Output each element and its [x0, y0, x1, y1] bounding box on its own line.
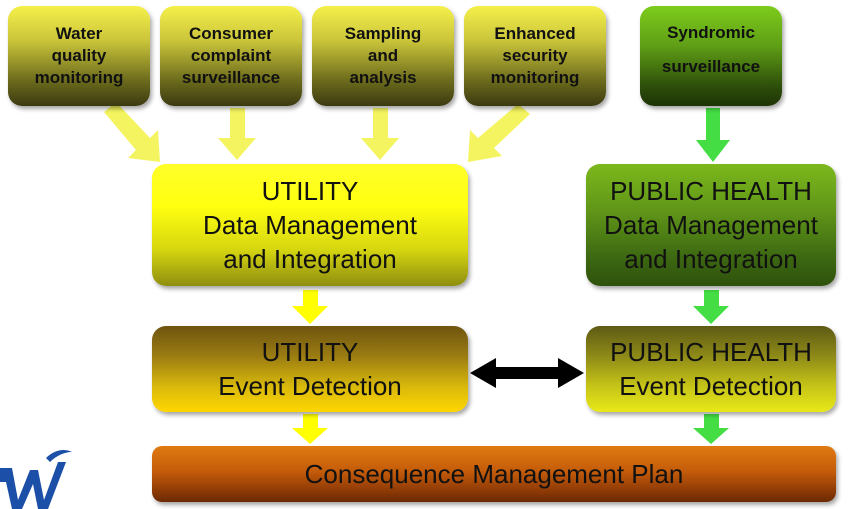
- public-health-event-detection-box: PUBLIC HEALTH Event Detection: [586, 326, 836, 412]
- consequence-management-plan-box: Consequence Management Plan: [152, 446, 836, 502]
- source-sampling-and-analysis: Sampling and analysis: [312, 6, 454, 106]
- utility-event-detection-box: UTILITY Event Detection: [152, 326, 468, 412]
- utility-data-management-box: UTILITY Data Management and Integration: [152, 164, 468, 286]
- arrow-syndromic-to-ph: [696, 108, 730, 162]
- plan-label: Consequence Management Plan: [304, 459, 684, 489]
- arrow-bidirectional-event-detection: [470, 358, 584, 388]
- source-line: surveillance: [181, 68, 281, 87]
- source-line: Consumer: [188, 24, 274, 43]
- ph-dm-title: PUBLIC HEALTH: [610, 176, 812, 206]
- source-line: surveillance: [661, 57, 761, 76]
- arrow-security-to-utility: [468, 104, 530, 162]
- ph-dm-line2: Data Management: [604, 210, 818, 240]
- utility-dm-line2: Data Management: [203, 210, 417, 240]
- public-health-data-management-box: PUBLIC HEALTH Data Management and Integr…: [586, 164, 836, 286]
- ph-dm-line3: and Integration: [624, 244, 798, 274]
- arrow-utility-dm-to-ed: [292, 290, 328, 324]
- arrow-water-to-utility: [104, 102, 160, 162]
- utility-dm-title: UTILITY: [261, 176, 359, 206]
- source-consumer-complaint-surveillance: Consumer complaint surveillance: [160, 6, 302, 106]
- utility-dm-line3: and Integration: [223, 244, 397, 274]
- logo-icon: [0, 450, 72, 509]
- source-line: Enhanced: [494, 24, 576, 43]
- source-line: monitoring: [490, 68, 580, 87]
- arrow-ph-ed-to-plan: [693, 414, 729, 444]
- source-line: analysis: [349, 68, 417, 87]
- source-enhanced-security-monitoring: Enhanced security monitoring: [464, 6, 606, 106]
- arrow-ph-dm-to-ed: [693, 290, 729, 324]
- utility-ed-title: UTILITY: [261, 337, 359, 367]
- source-line: Syndromic: [667, 23, 755, 42]
- source-line: Water: [55, 24, 103, 43]
- ph-ed-title: PUBLIC HEALTH: [610, 337, 812, 367]
- source-line: and: [367, 46, 399, 65]
- source-syndromic-surveillance: Syndromic surveillance: [640, 6, 782, 106]
- source-water-quality-monitoring: Water quality monitoring: [8, 6, 150, 106]
- ph-ed-line2: Event Detection: [619, 371, 803, 401]
- arrow-consumer-to-utility: [218, 108, 256, 160]
- source-line: Sampling: [344, 24, 422, 43]
- arrow-sampling-to-utility: [361, 108, 399, 160]
- source-line: complaint: [190, 46, 272, 65]
- source-line: monitoring: [34, 68, 124, 87]
- utility-ed-line2: Event Detection: [218, 371, 402, 401]
- source-line: security: [502, 46, 568, 65]
- source-line: quality: [51, 46, 107, 65]
- arrow-utility-ed-to-plan: [292, 414, 328, 444]
